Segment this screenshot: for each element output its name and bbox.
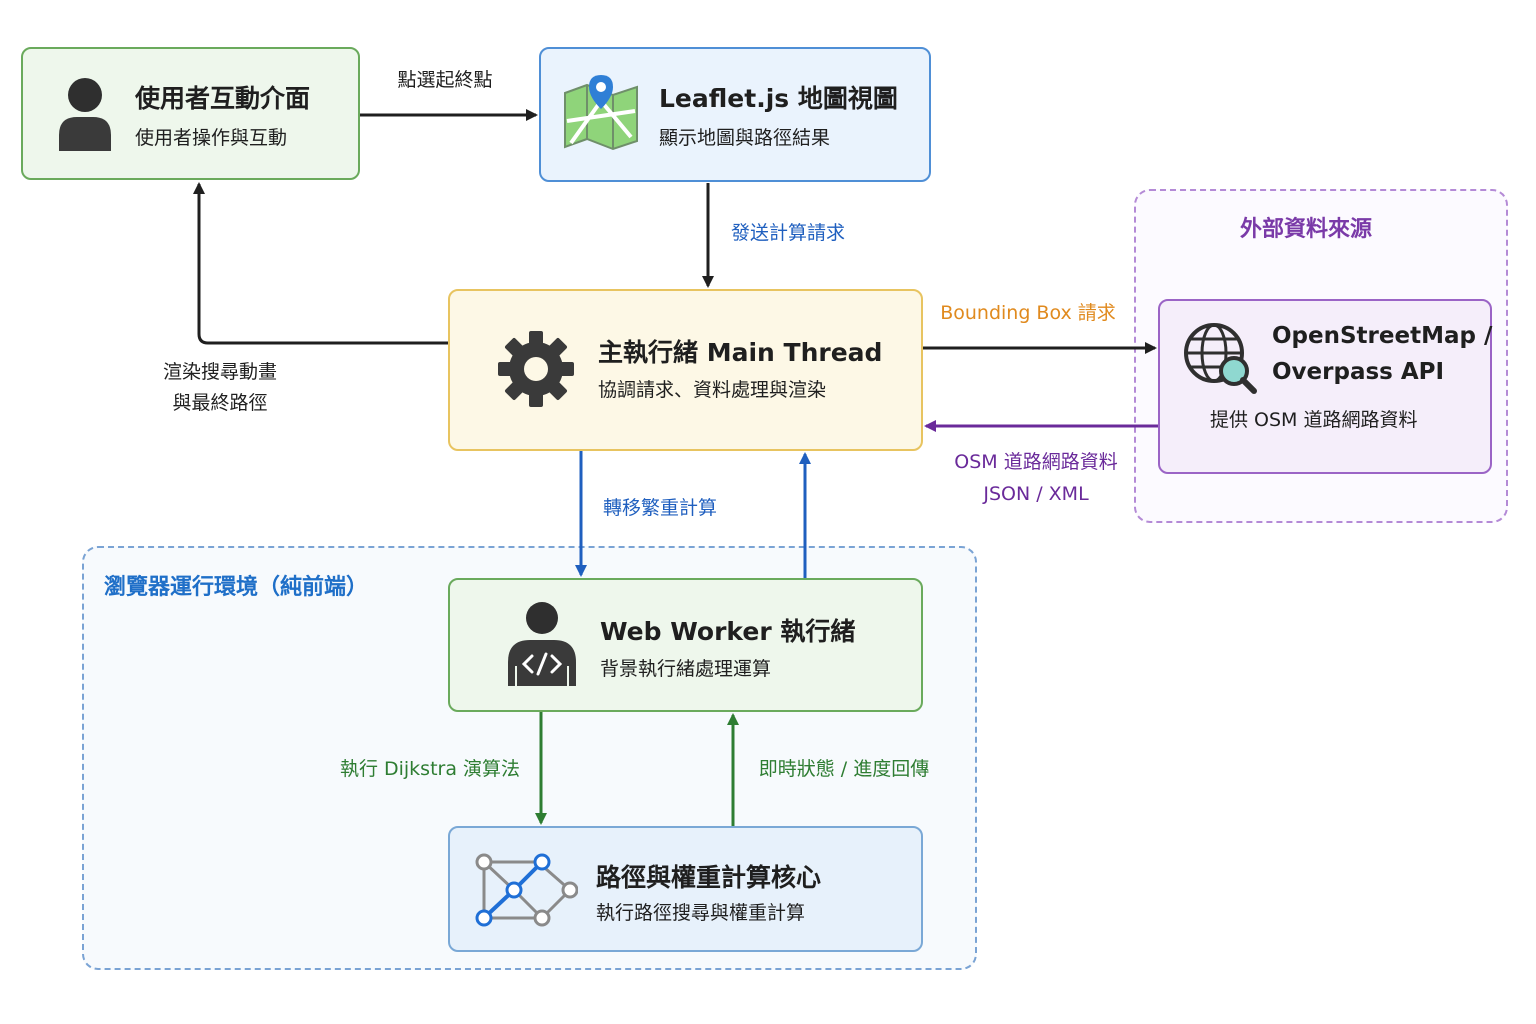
node-title: 路徑與權重計算核心 [596, 863, 822, 892]
user-icon [59, 78, 111, 151]
node-title: Web Worker 執行緒 [600, 617, 856, 646]
node-subtitle: 使用者操作與互動 [135, 127, 288, 149]
node-path-core: 路徑與權重計算核心 執行路徑搜尋與權重計算 [448, 826, 923, 952]
arrow-render-result [193, 182, 448, 345]
globe-search-icon [1184, 323, 1257, 394]
node-subtitle: 執行路徑搜尋與權重計算 [596, 902, 806, 924]
edge-label-offload: 轉移繁重計算 [602, 497, 717, 519]
edge-label-progress: 即時狀態 / 進度回傳 [758, 758, 930, 780]
graph-icon [475, 853, 578, 927]
edge-label-osm-data-line1: OSM 道路網路資料 [954, 451, 1118, 473]
developer-icon [508, 602, 576, 686]
edge-label-bbox-request: Bounding Box 請求 [940, 302, 1116, 324]
node-title-line2: Overpass API [1272, 359, 1445, 385]
node-main-thread: 主執行緒 Main Thread 協調請求、資料處理與渲染 [448, 289, 923, 451]
node-title: 主執行緒 Main Thread [598, 338, 883, 367]
external-source-label: 外部資料來源 [1239, 217, 1372, 242]
node-web-worker: Web Worker 執行緒 背景執行緒處理運算 [448, 578, 923, 712]
node-subtitle: 顯示地圖與路徑結果 [659, 127, 831, 149]
gear-icon [498, 331, 574, 407]
node-subtitle: 協調請求、資料處理與渲染 [598, 379, 827, 401]
edge-label-send-request: 發送計算請求 [730, 222, 845, 244]
node-leaflet-map: Leaflet.js 地圖視圖 顯示地圖與路徑結果 [539, 47, 931, 182]
edge-label-render-line1: 渲染搜尋動畫 [162, 361, 277, 383]
node-subtitle: 提供 OSM 道路網路資料 [1210, 409, 1418, 431]
edge-label-select-points: 點選起終點 [397, 69, 493, 91]
node-title: 使用者互動介面 [135, 84, 311, 113]
node-subtitle: 背景執行緒處理運算 [600, 658, 772, 680]
node-title: Leaflet.js 地圖視圖 [659, 84, 898, 113]
edge-label-run-dijkstra: 執行 Dijkstra 演算法 [339, 758, 521, 780]
node-user-interface: 使用者互動介面 使用者操作與互動 [21, 47, 360, 180]
node-title-line1: OpenStreetMap / [1272, 323, 1493, 349]
map-icon [564, 75, 638, 151]
edge-label-osm-data-line2: JSON / XML [983, 483, 1089, 505]
edge-label-render-line2: 與最終路徑 [172, 392, 268, 414]
node-osm-api: OpenStreetMap / Overpass API 提供 OSM 道路網路… [1158, 299, 1492, 474]
browser-environment-label: 瀏覽器運行環境（純前端） [104, 575, 369, 600]
